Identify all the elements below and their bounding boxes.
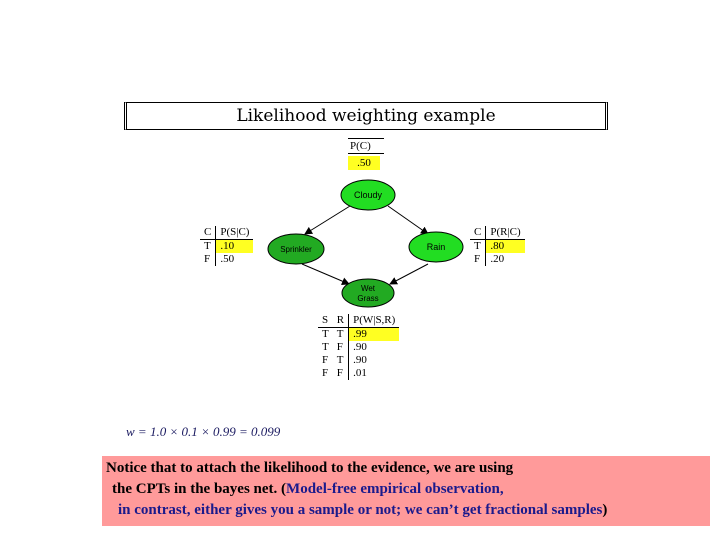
cpt-cell: F <box>470 253 487 266</box>
prior-value: .50 <box>348 156 380 170</box>
cpt-header: R <box>332 314 350 328</box>
cpt-cell: T <box>322 341 329 353</box>
node-cloudy: Cloudy <box>340 179 396 211</box>
node-wetgrass-label-2: Grass <box>357 294 378 303</box>
edge-cloudy-sprinkler <box>304 205 351 235</box>
cpt-cell: .01 <box>353 367 367 379</box>
node-wetgrass: Wet Grass <box>341 278 395 308</box>
cpt-cell-highlight: .10 <box>215 239 254 253</box>
cpt-cell: F <box>332 367 350 380</box>
node-wetgrass-label-1: Wet <box>361 284 376 293</box>
node-sprinkler-label: Sprinkler <box>280 245 312 254</box>
cpt-cell-highlight: .80 <box>485 239 525 253</box>
prior-label: P(C) <box>348 138 384 154</box>
edge-cloudy-rain <box>387 205 429 235</box>
cpt-cell: T <box>332 327 350 341</box>
cpt-cell: .90 <box>353 341 367 353</box>
note-line-2: the CPTs in the bayes net. (Model-free e… <box>106 479 706 500</box>
note-line-2b: Model-free empirical observation, <box>286 481 504 497</box>
cpt-cell: .50 <box>220 253 235 265</box>
cpt-cell-highlight: .99 <box>348 327 400 341</box>
cpt-header: P(S|C) <box>215 226 254 240</box>
cpt-cell: T <box>322 328 329 340</box>
cpt-header: P(W|S,R) <box>348 314 400 328</box>
node-cloudy-label: Cloudy <box>354 190 383 200</box>
edge-rain-wetgrass <box>389 263 429 285</box>
cpt-cell: .20 <box>490 253 505 265</box>
node-rain-label: Rain <box>427 242 446 252</box>
cpt-cell: F <box>200 253 217 266</box>
node-rain: Rain <box>408 231 464 263</box>
cpt-header: C <box>200 226 217 240</box>
weight-formula: w = 1.0 × 0.1 × 0.99 = 0.099 <box>126 424 281 439</box>
cpt-cell: F <box>332 341 350 354</box>
slide-title: Likelihood weighting example <box>124 102 608 130</box>
cpt-cell: F <box>322 354 329 366</box>
cpt-cell: .90 <box>353 354 367 366</box>
cpt-cell: T <box>470 239 487 253</box>
cpt-header: P(R|C) <box>485 226 525 240</box>
node-sprinkler: Sprinkler <box>267 233 325 265</box>
rain-cpt: C P(R|C) T .80 F .20 <box>470 226 525 266</box>
wetgrass-cpt: S R P(W|S,R) T T .99 T F .90 F T .90 F F… <box>318 314 400 380</box>
cpt-header: S <box>318 314 333 328</box>
note-line-2a: the CPTs in the bayes net. ( <box>112 481 287 497</box>
note-box: Notice that to attach the likelihood to … <box>102 456 710 526</box>
cpt-cell: T <box>332 354 350 367</box>
note-line-3: in contrast, either gives you a sample o… <box>106 500 706 521</box>
cpt-header: C <box>470 226 487 240</box>
cpt-cell: F <box>322 367 329 379</box>
note-line-1: Notice that to attach the likelihood to … <box>106 460 514 476</box>
note-line-3b: ) <box>602 502 608 518</box>
note-line-3a: in contrast, either gives you a sample o… <box>118 502 603 518</box>
edge-sprinkler-wetgrass <box>301 263 350 285</box>
sprinkler-cpt: C P(S|C) T .10 F .50 <box>200 226 254 266</box>
cpt-cell: T <box>200 239 217 253</box>
